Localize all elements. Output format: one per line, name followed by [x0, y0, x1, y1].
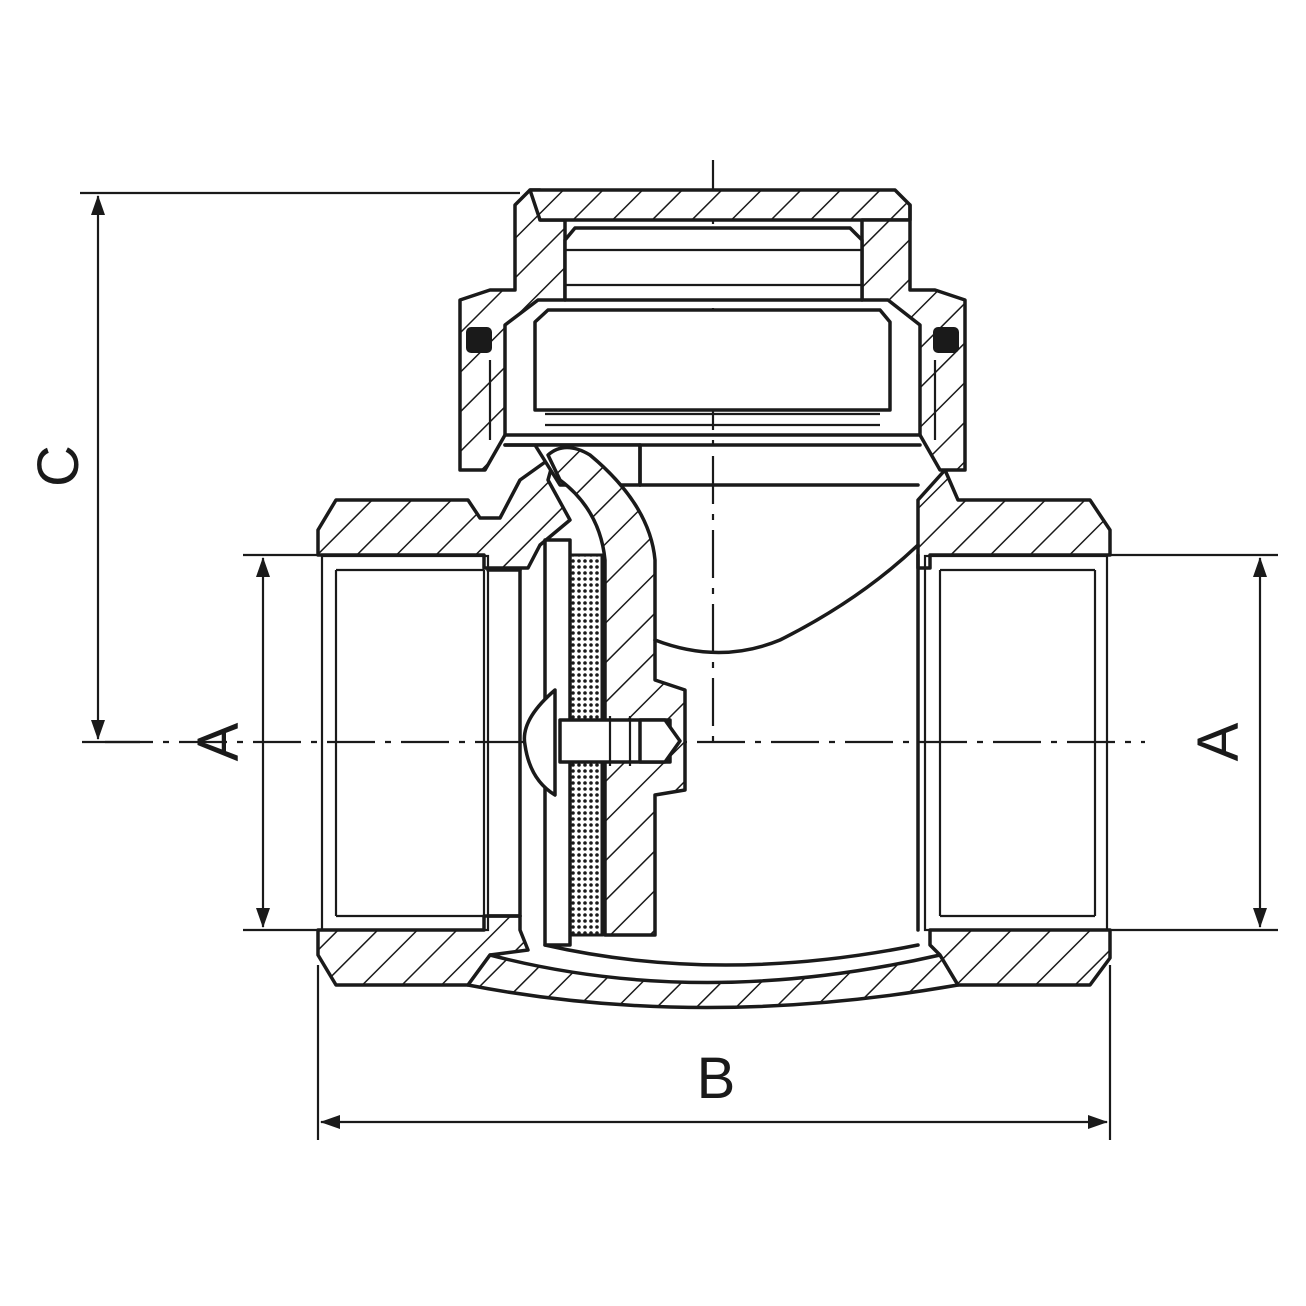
dimension-a-left: A: [186, 553, 320, 932]
dimension-a-left-label: A: [186, 722, 251, 761]
bolt-tip: [638, 718, 682, 764]
cap-top-wall: [528, 188, 912, 222]
disc-plate: [543, 538, 572, 947]
swing-disc: [522, 445, 687, 947]
dimension-b-label: B: [697, 1046, 736, 1111]
dimension-c: C: [26, 191, 520, 744]
body-left-lower-wall: [316, 914, 530, 987]
cap-plug-body: [533, 308, 892, 412]
dimension-c-label: C: [26, 445, 91, 487]
body-bottom-wall: [466, 953, 960, 1010]
body-inner-bottom-curve: [543, 943, 920, 967]
cap-inner-plug: [563, 226, 864, 302]
dimension-a-right: A: [1107, 553, 1278, 932]
body-inner-flow-curve: [653, 543, 920, 655]
o-ring-left: [466, 327, 492, 353]
right-port: [916, 553, 1109, 932]
disc-dome-nut: [522, 688, 557, 797]
body-right-lower-wall: [928, 928, 1112, 987]
disc-arm: [546, 445, 687, 937]
left-port: [320, 554, 522, 932]
body-left-upper-wall: [316, 453, 572, 570]
body-right-upper-wall: [916, 468, 1112, 570]
dimension-b: B: [316, 965, 1112, 1140]
o-ring-right: [933, 327, 959, 353]
dimension-a-right-label: A: [1186, 722, 1251, 761]
bonnet-cap: [458, 188, 967, 472]
